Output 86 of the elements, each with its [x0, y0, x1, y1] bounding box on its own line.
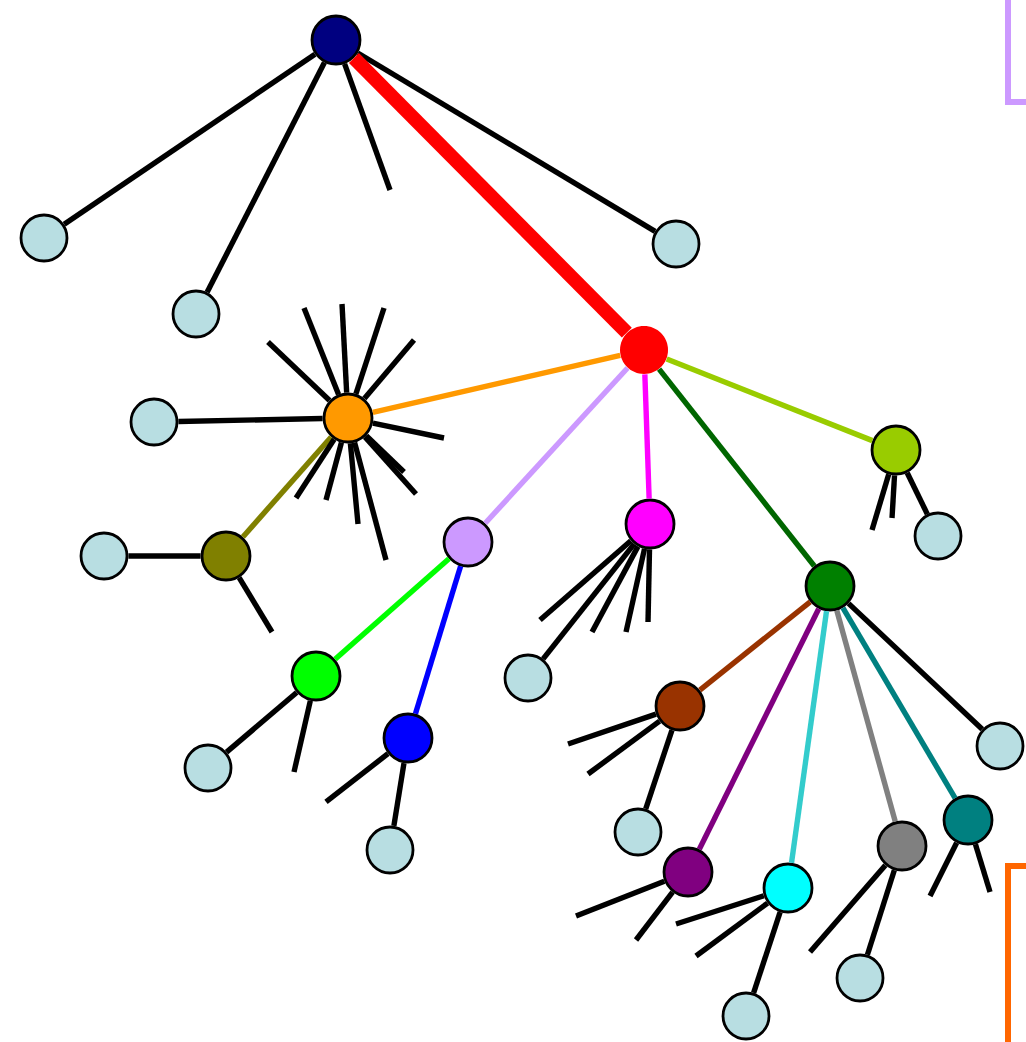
edge-line — [412, 565, 464, 715]
branch-stub — [301, 306, 342, 396]
branch-stub — [351, 441, 389, 561]
tree-node — [876, 820, 928, 872]
tree-node — [913, 511, 963, 561]
tree-node — [183, 743, 233, 793]
edge-line — [541, 542, 637, 661]
branch-stub — [362, 338, 417, 401]
tree-node — [651, 219, 701, 269]
branch-stub — [364, 433, 406, 474]
branch-stub — [372, 420, 445, 441]
branch-stub — [645, 549, 653, 623]
tree-node — [721, 991, 771, 1041]
edge-line — [483, 366, 630, 526]
branch-stub — [362, 435, 419, 496]
branch-stub — [236, 576, 275, 634]
tree-node — [624, 498, 676, 550]
edge-line — [751, 911, 783, 994]
tree-node — [19, 213, 69, 263]
edge-line — [62, 52, 317, 227]
edge-line — [696, 607, 822, 851]
edge-line — [240, 435, 334, 539]
tree-node — [942, 794, 994, 846]
tree-node — [290, 650, 342, 702]
edge-line — [788, 610, 830, 864]
tree-node — [762, 862, 814, 914]
edge-line — [391, 762, 407, 827]
edge-line — [356, 50, 657, 234]
tree-node — [79, 531, 129, 581]
branch-stub — [339, 303, 350, 393]
edge-line — [178, 415, 323, 425]
tree-node — [200, 530, 252, 582]
branch-stub — [633, 890, 675, 942]
tree-node — [503, 653, 553, 703]
branch-stub — [347, 443, 361, 525]
branch-stub — [266, 340, 332, 403]
edge-line — [224, 690, 299, 755]
edge-line — [642, 374, 652, 499]
edge-line — [904, 471, 930, 516]
edge-line — [698, 599, 812, 693]
branch-stub — [323, 441, 345, 501]
branch-stub — [324, 751, 390, 805]
branch-stub — [589, 545, 641, 634]
edge-line — [657, 367, 817, 568]
edge-line — [348, 53, 632, 338]
edge-line — [864, 869, 897, 956]
tree-node — [442, 516, 494, 568]
branch-stub — [353, 307, 387, 395]
branch-stub — [567, 711, 657, 747]
edge-line — [834, 609, 898, 823]
tree-node — [654, 680, 706, 732]
tree-node — [382, 712, 434, 764]
tree-node — [662, 846, 714, 898]
edge-line — [840, 606, 958, 800]
branch-stub — [538, 538, 633, 623]
tree-node — [310, 14, 362, 66]
branch-stub — [342, 62, 393, 191]
edge-line — [643, 729, 675, 810]
tree-node — [129, 397, 179, 447]
branch-stub — [575, 878, 666, 919]
edge-line — [372, 352, 621, 415]
edge-line — [846, 601, 985, 732]
branch-stub — [694, 900, 770, 959]
tree-node — [975, 721, 1025, 771]
tree-node — [804, 560, 856, 612]
branch-stub — [293, 437, 337, 500]
branch-stub — [927, 841, 960, 898]
tree-node — [322, 392, 374, 444]
tree-node — [365, 825, 415, 875]
edge-line — [128, 553, 201, 559]
tree-node — [613, 807, 663, 857]
branch-stub — [623, 548, 648, 633]
tree-node — [835, 953, 885, 1003]
edge-line — [665, 356, 874, 444]
edge-line — [333, 556, 451, 662]
tree-node — [620, 326, 668, 374]
branch-stub — [889, 475, 898, 519]
tree-node — [870, 424, 922, 476]
branch-stub — [869, 473, 892, 531]
branch-stub — [586, 718, 662, 777]
edge-line — [204, 61, 327, 294]
branch-stub — [807, 863, 888, 954]
branch-stub — [291, 700, 313, 773]
tree-node — [171, 289, 221, 339]
branch-stub — [675, 893, 765, 927]
branch-stub — [972, 843, 993, 893]
